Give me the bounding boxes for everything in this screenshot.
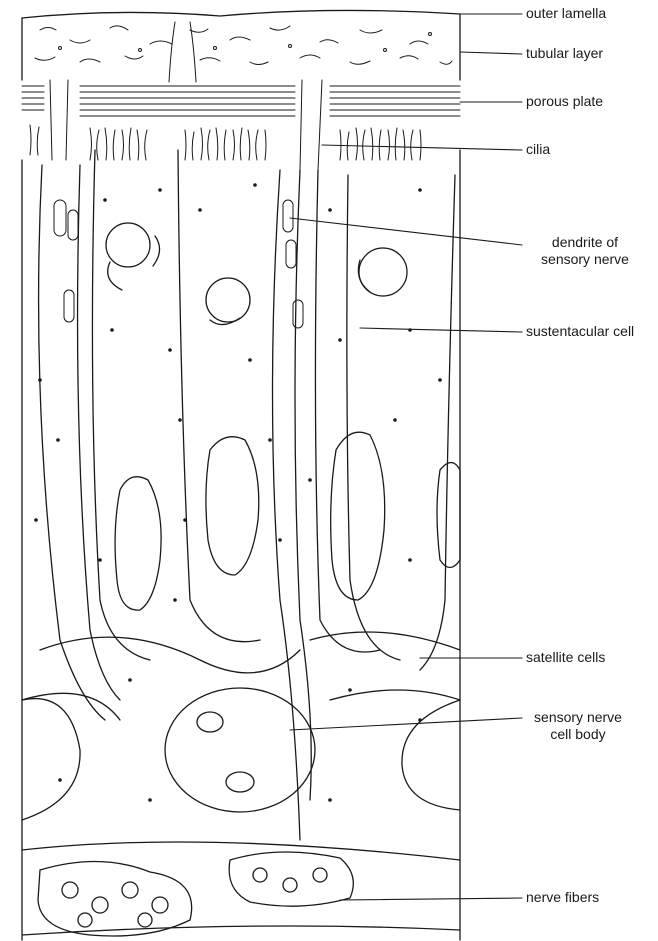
tubular-layer xyxy=(35,22,452,82)
label-outer-lamella: outer lamella xyxy=(526,5,606,22)
sustentacular-nuclei xyxy=(115,432,460,610)
label-dendrite-line-1: dendrite of xyxy=(528,234,642,251)
cilia-layer xyxy=(30,125,421,160)
label-dendrite-line-2: sensory nerve xyxy=(528,251,642,268)
cell-columns xyxy=(22,150,460,940)
nerve-fibers xyxy=(22,842,460,936)
upper-cell-nuclei xyxy=(106,223,407,325)
label-satellite-cells: satellite cells xyxy=(526,649,605,666)
label-nerve-cell-body: sensory nerve cell body xyxy=(522,709,634,743)
label-nerve-fibers: nerve fibers xyxy=(526,889,599,906)
label-nerve-cell-body-line-2: cell body xyxy=(522,726,634,743)
label-sustentacular-cell: sustentacular cell xyxy=(526,323,634,340)
label-tubular-layer: tubular layer xyxy=(526,45,603,62)
label-cilia: cilia xyxy=(526,141,550,158)
leader-lines xyxy=(290,14,522,900)
outer-lamella-layer xyxy=(22,10,460,80)
satellite-cells xyxy=(22,632,460,720)
sensory-nerve-cell-body xyxy=(22,688,460,820)
label-dendrite: dendrite of sensory nerve xyxy=(528,234,642,268)
label-porous-plate: porous plate xyxy=(526,93,603,110)
label-nerve-cell-body-line-1: sensory nerve xyxy=(522,709,634,726)
